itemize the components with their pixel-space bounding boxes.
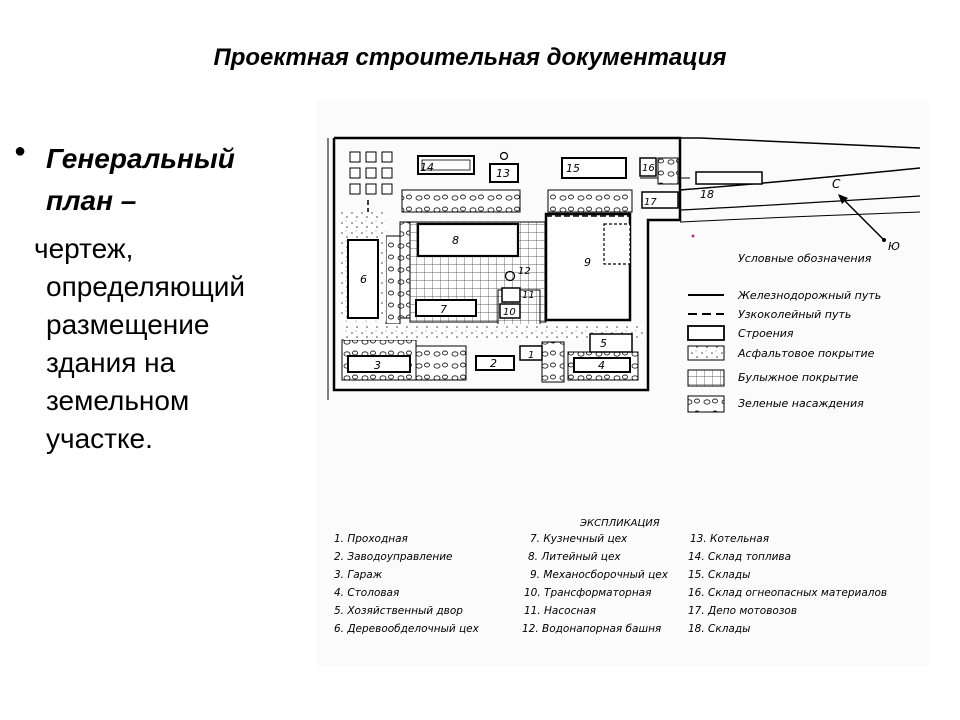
bullet-dot-icon: ● xyxy=(14,140,27,162)
building-label: 15 xyxy=(566,162,580,175)
bullet-body-line: земельном xyxy=(46,385,190,416)
building-label: 11 xyxy=(522,290,535,301)
explication-item: 7. Кузнечный цех xyxy=(530,533,628,545)
explication-item: 14. Склад топлива xyxy=(688,551,791,563)
bullet-heading-line: Генеральный xyxy=(46,143,235,174)
legend-label: Асфальтовое покрытие xyxy=(737,347,875,360)
building-label: 14 xyxy=(420,161,434,174)
bullet-body-line: размещение xyxy=(46,309,210,340)
compass-south-label: Ю xyxy=(888,240,900,253)
explication-item: 3. Гараж xyxy=(334,569,383,581)
explication-item: 16. Склад огнеопасных материалов xyxy=(688,587,887,599)
legend-label: Узкоколейный путь xyxy=(738,308,851,321)
building-label: 10 xyxy=(503,307,516,318)
site-plan-svg: 14 13 15 16 18 17 8 9 6 12 11 7 10 5 3 2… xyxy=(327,136,921,635)
building-label: 6 xyxy=(360,273,367,286)
railway-tracks xyxy=(334,137,921,223)
compass-arrow: С Ю xyxy=(832,177,900,253)
building-label: 18 xyxy=(700,188,714,201)
bullet-body-line: здания на xyxy=(46,347,176,378)
building-label: 4 xyxy=(598,359,605,372)
building-number-labels: 14 13 15 16 18 17 8 9 6 12 11 7 10 5 3 2… xyxy=(360,161,714,372)
legend-label: Зеленые насаждения xyxy=(738,397,864,410)
explication-item: 4. Столовая xyxy=(334,587,399,599)
bullet-block: ● Генеральный план – чертеж, определяющи… xyxy=(14,138,314,458)
explication-item: 17. Депо мотовозов xyxy=(688,605,797,617)
explication-item: 6. Деревообделочный цех xyxy=(334,623,480,635)
bullet-heading-line: план – xyxy=(46,185,137,216)
building-label: 2 xyxy=(490,357,497,370)
legend-label: Железнодорожный путь xyxy=(737,289,881,302)
explication-item: 2. Заводоуправление xyxy=(334,551,453,563)
building-label: 9 xyxy=(584,256,591,269)
explication: ЭКСПЛИКАЦИЯ 1. Проходная 2. Заводоуправл… xyxy=(334,518,887,635)
explication-item: 8. Литейный цех xyxy=(528,551,621,563)
legend: Условные обозначения Железнодорожный пут… xyxy=(687,252,881,413)
explication-item: 18. Склады xyxy=(688,623,750,635)
explication-item: 13. Котельная xyxy=(690,533,769,545)
building-label: 7 xyxy=(440,303,447,316)
explication-item: 15. Склады xyxy=(688,569,750,581)
legend-title: Условные обозначения xyxy=(738,252,872,265)
explication-item: 1. Проходная xyxy=(334,533,408,545)
bullet-item: ● Генеральный план – xyxy=(14,138,314,222)
bullet-body-line: чертеж, xyxy=(34,233,134,264)
bullet-body: чертеж, определяющий размещение здания н… xyxy=(14,230,314,458)
storage-blocks xyxy=(349,151,393,236)
bullet-heading: Генеральный план – xyxy=(46,138,235,222)
explication-item: 11. Насосная xyxy=(524,605,596,617)
explication-item: 5. Хозяйственный двор xyxy=(334,605,463,617)
legend-label: Булыжное покрытие xyxy=(738,371,859,384)
compass-north-label: С xyxy=(832,177,841,191)
building-label: 16 xyxy=(642,163,655,174)
bullet-body-line: участке. xyxy=(46,423,153,454)
slide-title: Проектная строительная документация xyxy=(213,44,727,71)
building-label: 3 xyxy=(374,359,381,372)
green-areas xyxy=(341,189,639,383)
explication-item: 9. Механосборочный цех xyxy=(530,569,669,581)
building-label: 1 xyxy=(528,350,534,361)
building-label: 13 xyxy=(496,167,510,180)
buildings xyxy=(347,151,763,373)
explication-item: 10. Трансформаторная xyxy=(524,587,651,599)
explication-title: ЭКСПЛИКАЦИЯ xyxy=(579,518,660,529)
building-label: 8 xyxy=(452,234,459,247)
building-label: 17 xyxy=(644,197,657,208)
site-plan-drawing: 14 13 15 16 18 17 8 9 6 12 11 7 10 5 3 2… xyxy=(316,100,930,666)
explication-item: 12. Водонапорная башня xyxy=(522,623,661,635)
building-label: 5 xyxy=(600,337,607,350)
marker-dot xyxy=(691,234,695,238)
bullet-body-line: определяющий xyxy=(46,271,246,302)
legend-label: Строения xyxy=(738,327,794,340)
building-label: 12 xyxy=(518,266,531,277)
